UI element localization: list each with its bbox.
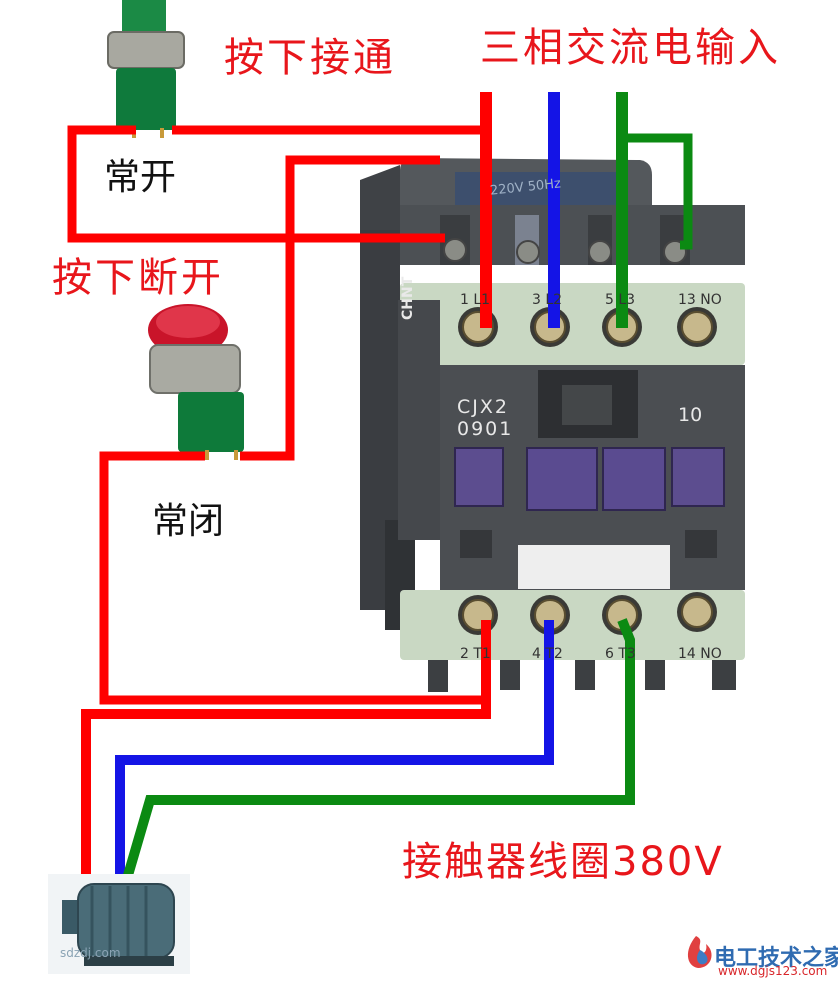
output-t2-wire	[115, 620, 554, 930]
terminal-label: 13 NO	[678, 292, 722, 308]
contactor-model: CJX2	[457, 396, 509, 418]
screw-icon	[588, 240, 612, 264]
normally-open-label: 常开	[104, 157, 177, 198]
terminal-label: 3 L2	[532, 292, 563, 308]
indicator-window	[602, 447, 666, 511]
terminal-label: 5 L3	[605, 292, 636, 308]
screw-icon	[681, 596, 713, 628]
push-on-label: 按下接通	[224, 35, 396, 81]
contactor-model-number: 0901	[457, 418, 514, 440]
screw-icon	[516, 240, 540, 264]
coil-voltage-label: 接触器线圈380V	[402, 839, 724, 885]
label-strip	[518, 545, 670, 589]
three-phase-input-label: 三相交流电输入	[480, 25, 781, 71]
wires	[67, 92, 693, 932]
watermark-logo-url: www.dgjs123.com	[718, 964, 828, 978]
screw-icon	[443, 238, 467, 262]
indicator-window	[526, 447, 598, 511]
red-push-button-icon	[148, 304, 244, 460]
indicator-window	[671, 447, 725, 507]
watermark-logo-text: 电工技术之家	[714, 946, 838, 971]
green-wire	[622, 133, 693, 250]
contact-code: 10	[678, 404, 703, 426]
terminal-label: 4 T2	[532, 646, 563, 662]
indicator-window	[454, 447, 504, 507]
output-t1-wire	[81, 620, 491, 930]
push-off-label: 按下断开	[52, 255, 224, 301]
watermark-site: sdzdj.com	[60, 946, 121, 960]
terminal-label: 2 T1	[460, 646, 491, 662]
red-wire	[240, 155, 440, 461]
red-wire	[67, 125, 445, 243]
contactor-brand: CHNT	[400, 276, 416, 320]
terminal-label: 14 NO	[678, 646, 722, 662]
green-push-button-icon	[107, 0, 185, 138]
flame-logo-icon	[687, 936, 712, 968]
three-phase-motor-icon	[48, 874, 190, 974]
contactor-side-top	[360, 165, 400, 230]
contactor-left-panel	[398, 300, 440, 540]
output-t3-wire	[107, 618, 635, 932]
normally-closed-label: 常闭	[152, 501, 225, 542]
screw-icon	[681, 311, 713, 343]
contactor	[360, 158, 745, 692]
terminal-label: 6 T3	[605, 646, 636, 662]
terminal-label: 1 L1	[460, 292, 491, 308]
